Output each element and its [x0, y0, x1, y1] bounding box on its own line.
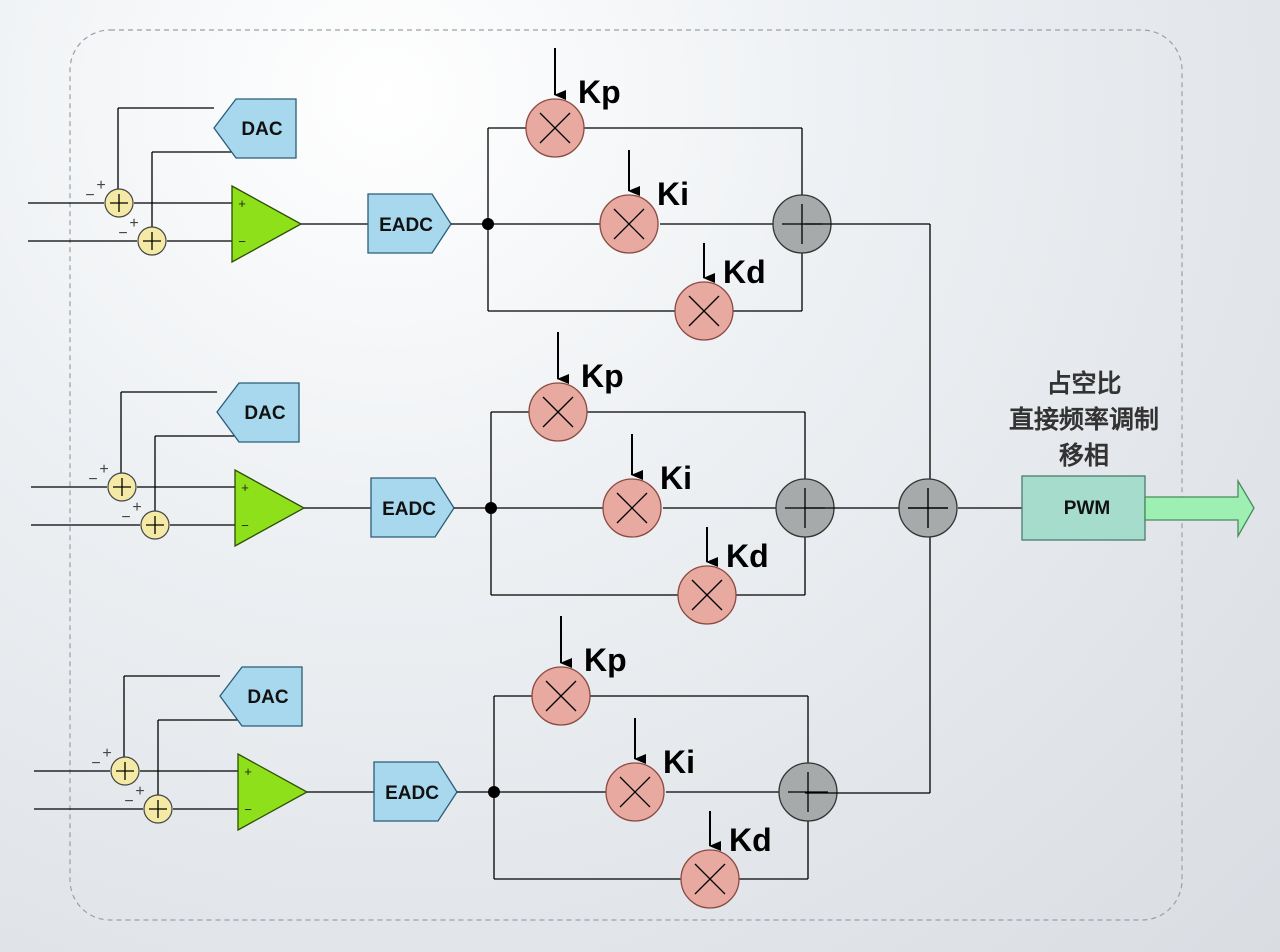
ki-label: Ki: [663, 744, 695, 780]
multiplier-x-icon: [605, 762, 665, 822]
eadc-label: EADC: [382, 499, 436, 520]
multiplier-x-icon: [599, 194, 659, 254]
kd-label: Kd: [726, 538, 769, 574]
minus-sign: −: [118, 225, 127, 242]
kp-multiplier: Kp: [525, 48, 621, 158]
plus-sign: +: [99, 461, 108, 478]
eadc-block: EADC: [370, 477, 455, 538]
summing-junction-icon: +−: [124, 783, 173, 824]
summing-junction-icon: +−: [85, 177, 134, 218]
amp-minus-sign: −: [241, 518, 249, 533]
multiplier-x-icon: [525, 98, 585, 158]
plus-sign: +: [135, 783, 144, 800]
dac-label: DAC: [244, 403, 285, 424]
ki-multiplier: Ki: [605, 718, 695, 822]
multiplier-x-icon: [680, 849, 740, 909]
multiplier-x-icon: [674, 281, 734, 341]
error-amplifier: +−: [237, 752, 309, 832]
amp-plus-sign: +: [238, 196, 246, 211]
dac-block: DAC: [219, 666, 303, 727]
ki-label: Ki: [660, 460, 692, 496]
pwm-desc-line-3: 移相: [1059, 442, 1109, 470]
plus-sign: +: [102, 745, 111, 762]
kd-label: Kd: [729, 822, 772, 858]
kp-label: Kp: [578, 74, 621, 110]
multiplier-x-icon: [677, 565, 737, 625]
error-amplifier: +−: [234, 468, 306, 548]
kd-multiplier: Kd: [680, 811, 772, 909]
kd-label: Kd: [723, 254, 766, 290]
minus-sign: −: [124, 793, 133, 810]
enclosure-border: [69, 29, 1183, 921]
minus-sign: −: [88, 471, 97, 488]
ki-label: Ki: [657, 176, 689, 212]
amp-minus-sign: −: [238, 234, 246, 249]
output-arrow-icon: [1144, 478, 1255, 539]
kp-label: Kp: [584, 642, 627, 678]
pwm-block: PWM: [1021, 475, 1146, 541]
eadc-block: EADC: [373, 761, 458, 822]
kd-multiplier: Kd: [677, 527, 769, 625]
kd-multiplier: Kd: [674, 243, 766, 341]
eadc-label: EADC: [379, 215, 433, 236]
kp-label: Kp: [581, 358, 624, 394]
multiplier-x-icon: [528, 382, 588, 442]
pwm-description: 占空比 直接频率调制 移相: [1009, 369, 1159, 470]
dac-label: DAC: [247, 687, 288, 708]
amp-plus-sign: +: [241, 480, 249, 495]
plus-sign: +: [129, 215, 138, 232]
multiplier-x-icon: [531, 666, 591, 726]
ki-multiplier: Ki: [599, 150, 689, 254]
dac-label: DAC: [241, 119, 282, 140]
eadc-block: EADC: [367, 193, 452, 254]
output-combiner: [805, 223, 1022, 794]
minus-sign: −: [121, 509, 130, 526]
amp-minus-sign: −: [244, 802, 252, 817]
pwm-label: PWM: [1064, 498, 1110, 519]
minus-sign: −: [85, 187, 94, 204]
eadc-label: EADC: [385, 783, 439, 804]
ki-multiplier: Ki: [602, 434, 692, 538]
error-amplifier: +−: [231, 184, 303, 264]
summing-junction-icon: +−: [88, 461, 137, 502]
final-adder-icon: [898, 478, 958, 538]
minus-sign: −: [91, 755, 100, 772]
adder-plus-icon: [778, 762, 838, 822]
amp-plus-sign: +: [244, 764, 252, 779]
plus-sign: +: [96, 177, 105, 194]
pwm-desc-line-1: 占空比: [1046, 369, 1121, 398]
kp-multiplier: Kp: [531, 616, 627, 726]
summing-junction-icon: +−: [91, 745, 140, 786]
dac-block: DAC: [216, 382, 300, 443]
summing-junction-icon: +−: [118, 215, 167, 256]
dac-block: DAC: [213, 98, 297, 159]
multiplier-x-icon: [602, 478, 662, 538]
pwm-desc-line-2: 直接频率调制: [1009, 405, 1159, 434]
plus-sign: +: [132, 499, 141, 516]
summing-junction-icon: +−: [121, 499, 170, 540]
kp-multiplier: Kp: [528, 332, 624, 442]
